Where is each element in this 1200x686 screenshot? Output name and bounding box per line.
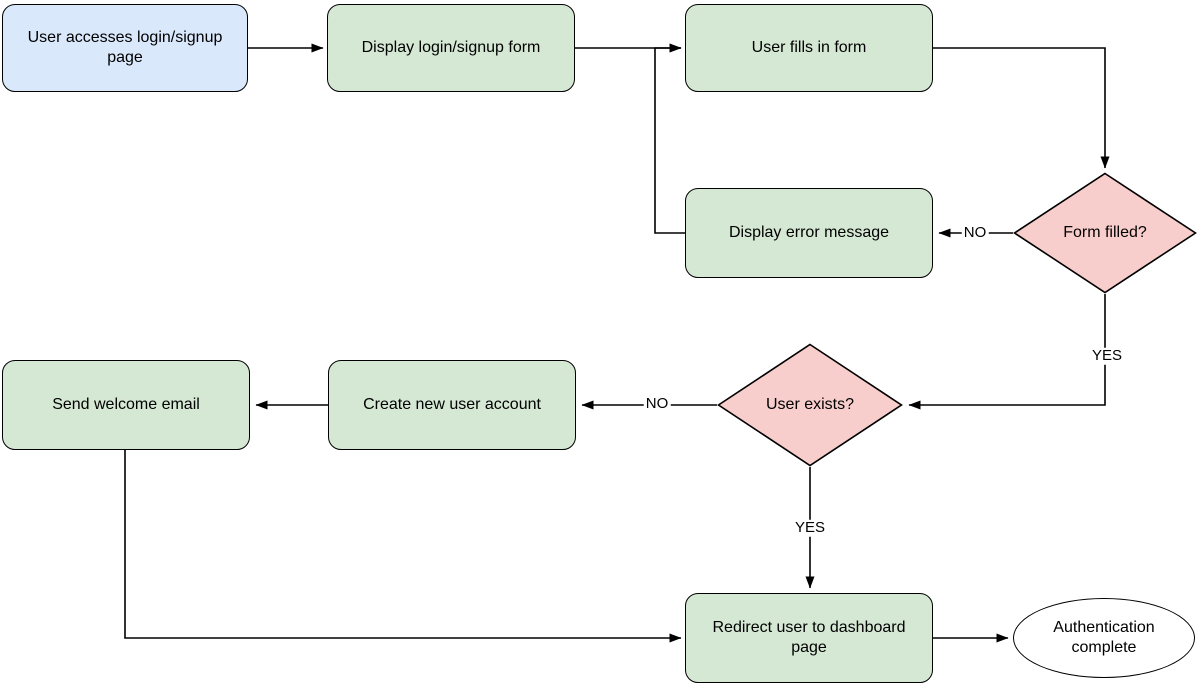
node-form-filled-label: Form filled? (1063, 224, 1147, 241)
node-send-email: Send welcome email (2, 360, 250, 450)
edge-label-form-filled-yes: YES (1089, 346, 1125, 365)
node-create-account: Create new user account (328, 360, 576, 450)
node-user-exists-label: User exists? (765, 396, 855, 413)
node-display-error: Display error message (685, 188, 933, 278)
edge-send-email-to-redirect (124, 450, 682, 643)
node-create-account-label: Create new user account (363, 396, 541, 413)
node-display-form-label: Display login/signup form (361, 39, 541, 56)
diamond-shape (1013, 172, 1197, 294)
node-redirect-label: Redirect user to dashboard page (712, 619, 906, 656)
node-form-filled: Form filled? (1013, 172, 1197, 294)
node-start: User accesses login/signup page (2, 4, 248, 92)
node-complete-label: Authentication complete (1053, 619, 1155, 656)
node-fill-form-label: User fills in form (751, 39, 867, 56)
node-send-email-label: Send welcome email (52, 396, 200, 413)
node-user-exists: User exists? (717, 343, 903, 467)
node-fill-form: User fills in form (685, 4, 933, 92)
edge-label-user-exists-yes: YES (792, 518, 828, 537)
node-complete: Authentication complete (1013, 598, 1195, 678)
edge-form-filled-yes-to-user-exists (908, 294, 1106, 410)
node-display-error-label: Display error message (728, 224, 890, 241)
node-redirect: Redirect user to dashboard page (685, 593, 933, 683)
edge-label-form-filled-no: NO (961, 223, 989, 242)
node-display-form: Display login/signup form (327, 4, 575, 92)
diamond-shape (717, 343, 903, 467)
edge-display-error-to-fill-form (654, 43, 685, 234)
node-start-label: User accesses login/signup page (27, 29, 223, 66)
edge-fill-form-to-form-filled (933, 47, 1110, 169)
edge-label-user-exists-no: NO (643, 394, 671, 413)
